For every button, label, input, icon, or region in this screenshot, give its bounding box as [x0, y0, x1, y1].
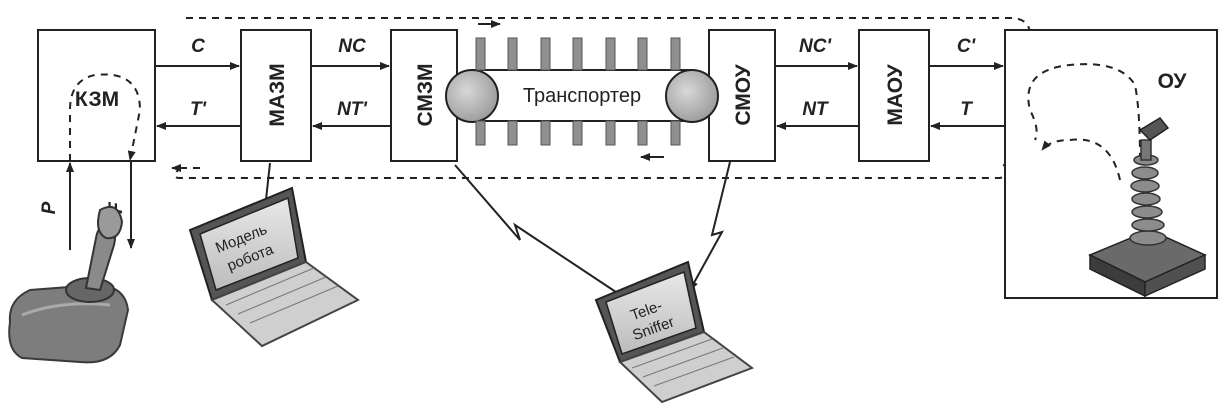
conveyor-cleats-bottom [475, 120, 681, 146]
block-maou-label: МАОУ [884, 63, 907, 125]
laptop-icon: Модель робота [188, 186, 360, 348]
label-p: P [39, 201, 60, 214]
robot-arm-icon [1088, 117, 1207, 298]
label-t-prime: T' [190, 99, 208, 120]
label-nt: NT [802, 99, 829, 120]
block-smou-label: СМОУ [732, 63, 755, 125]
conveyor-cleats-top [475, 37, 681, 71]
label-c-prime: C' [957, 36, 977, 57]
label-nt-prime: NT' [337, 99, 368, 120]
block-ou-label: ОУ [1158, 70, 1188, 93]
joystick-icon [8, 206, 130, 364]
label-c: C [191, 36, 205, 57]
block-kzm-label: КЗМ [75, 88, 119, 111]
conveyor-label: Транспортер [523, 85, 641, 107]
block-maou [858, 29, 930, 162]
label-nc-prime: NC' [799, 36, 832, 57]
label-nc: NC [338, 36, 366, 57]
block-smou [708, 29, 776, 162]
ou-dashed-path [1027, 63, 1141, 161]
link-smzm-to-sniffer [454, 164, 629, 301]
block-smzm-label: СМЗМ [414, 63, 437, 126]
conveyor-roller-right [665, 69, 719, 123]
control-loop-dashed-bottom [174, 164, 1015, 179]
block-mazm-label: МАЗМ [266, 63, 289, 126]
laptop-icon: Tele- Sniffer [594, 260, 755, 404]
block-kzm [37, 29, 156, 162]
conveyor-roller-left [445, 69, 499, 123]
link-smou-to-sniffer [689, 161, 731, 291]
label-t: T [960, 99, 973, 120]
conveyor: Транспортер [445, 20, 719, 161]
ou-dashed-path-2 [1041, 138, 1121, 181]
block-mazm [240, 29, 312, 162]
